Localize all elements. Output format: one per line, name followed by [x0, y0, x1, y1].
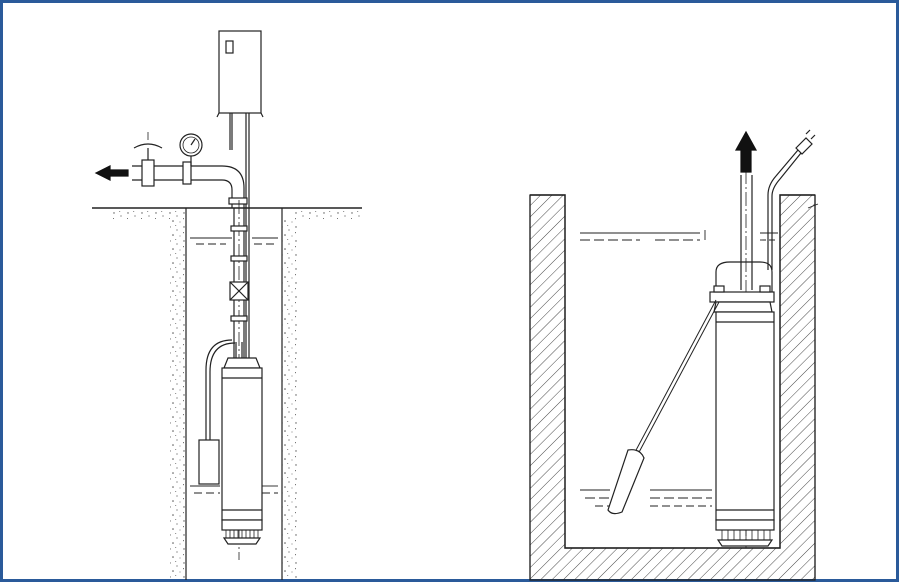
- water-surface-bottom: [190, 485, 278, 494]
- riser-pipe: [229, 200, 249, 560]
- pump-handle: [715, 261, 773, 294]
- tank-float-switch: [607, 299, 720, 515]
- arrow-up-icon: [734, 130, 758, 173]
- soil-surface-right: [295, 209, 360, 219]
- soil-surface-left: [110, 209, 185, 219]
- discharge-pipe: [132, 161, 248, 208]
- borehole-wall-left: [170, 219, 186, 579]
- right-panel-tank: [529, 129, 819, 581]
- float-switch: [198, 339, 236, 485]
- borehole-wall-right: [282, 219, 298, 579]
- tank-submersible-pump: [709, 285, 775, 547]
- gate-valve: [133, 132, 163, 187]
- tank-water-surface-bottom: [580, 489, 712, 507]
- submersible-pump: [221, 342, 263, 545]
- pressure-gauge: [179, 133, 203, 166]
- power-plug-icon: [795, 129, 816, 155]
- left-panel-borehole: [92, 30, 362, 580]
- power-cable: [767, 129, 816, 270]
- control-box: [216, 30, 264, 118]
- tank-water-surface-top: [580, 230, 778, 241]
- arrow-left-icon: [94, 165, 129, 181]
- water-surface-top: [190, 237, 278, 245]
